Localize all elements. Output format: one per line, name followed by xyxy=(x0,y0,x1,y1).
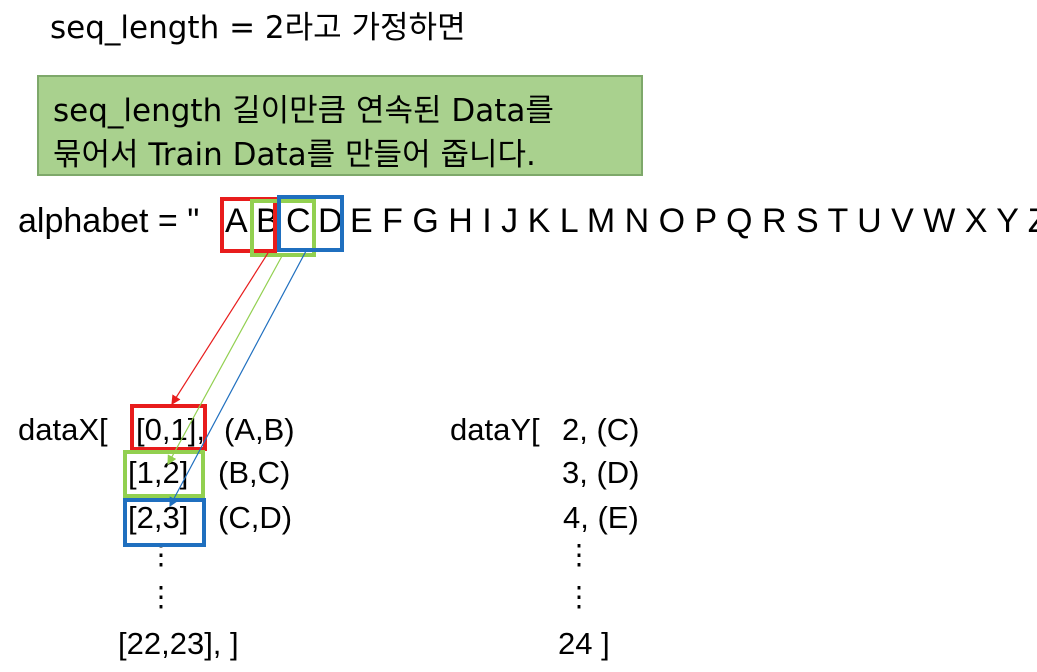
alphabet-letter-e: E xyxy=(350,202,383,240)
alphabet-letter-x: X xyxy=(964,202,997,240)
alphabet-rest: E F G H I J K L M N O P Q R S T U V W X … xyxy=(350,202,1037,241)
alphabet-letter-c: C xyxy=(286,202,311,240)
alphabet-letter-v: V xyxy=(891,202,924,240)
datay-row-0: 2, (C) xyxy=(562,412,640,447)
alphabet-letter-a: A xyxy=(225,202,248,240)
datax-index-1: [1,2] xyxy=(128,455,189,490)
box-cd-blue xyxy=(277,195,344,252)
alphabet-letter-w: W xyxy=(923,202,965,240)
datax-pair-2: (C,D) xyxy=(218,500,293,535)
alphabet-letter-q: Q xyxy=(726,202,762,240)
alphabet-letter-t: T xyxy=(827,202,858,240)
alphabet-letter-n: N xyxy=(624,202,659,240)
datax-pair-0: (A,B) xyxy=(224,412,295,447)
box-datax-1-green xyxy=(123,450,205,498)
datay-row-2: 4, (E) xyxy=(563,500,639,535)
alphabet-letter-f: F xyxy=(382,202,413,240)
alphabet-letter-o: O xyxy=(658,202,695,240)
box-datax-0-red xyxy=(130,404,207,451)
alphabet-letter-s: S xyxy=(795,202,828,240)
alphabet-letter-j: J xyxy=(501,202,528,240)
callout-box: seq_length 길이만큼 연속된 Data를 묶어서 Train Data… xyxy=(37,75,643,176)
arrow-green xyxy=(167,255,283,466)
alphabet-letter-d: D xyxy=(318,202,343,240)
datax-last: [22,23], ] xyxy=(118,626,239,661)
alphabet-letter-z: Z xyxy=(1028,202,1037,240)
datay-ellipsis-2: ⋮ xyxy=(565,581,593,612)
box-bc-green xyxy=(250,199,316,257)
box-datax-2-blue xyxy=(123,498,206,547)
alphabet-letter-r: R xyxy=(761,202,796,240)
arrow-blue xyxy=(169,250,307,508)
datax-pair-1: (B,C) xyxy=(218,455,291,490)
datax-label: dataX[ xyxy=(18,412,108,447)
box-ab-red xyxy=(220,197,277,253)
datay-ellipsis-1: ⋮ xyxy=(565,539,593,570)
datay-label: dataY[ xyxy=(450,412,540,447)
alphabet-letter-k: K xyxy=(527,202,560,240)
alphabet-prefix: alphabet = " xyxy=(18,202,200,240)
alphabet-letter-p: P xyxy=(694,202,727,240)
datax-ellipsis-2: ⋮ xyxy=(147,581,175,612)
alphabet-letter-h: H xyxy=(448,202,483,240)
alphabet-letter-g: G xyxy=(412,202,449,240)
alphabet-letter-u: U xyxy=(857,202,892,240)
callout-line-2: 묶어서 Train Data를 만들어 줍니다. xyxy=(53,137,536,173)
alphabet-letter-m: M xyxy=(586,202,625,240)
alphabet-letter-i: I xyxy=(482,202,502,240)
datay-row-1: 3, (D) xyxy=(562,455,640,490)
arrow-red xyxy=(171,252,269,406)
datax-index-2: [2,3] xyxy=(128,500,189,535)
datay-last: 24 ] xyxy=(558,626,610,661)
heading: seq_length = 2라고 가정하면 xyxy=(50,10,466,46)
alphabet-letter-l: L xyxy=(559,202,587,240)
callout-line-1: seq_length 길이만큼 연속된 Data를 xyxy=(53,93,554,129)
alphabet-letter-y: Y xyxy=(996,202,1028,240)
